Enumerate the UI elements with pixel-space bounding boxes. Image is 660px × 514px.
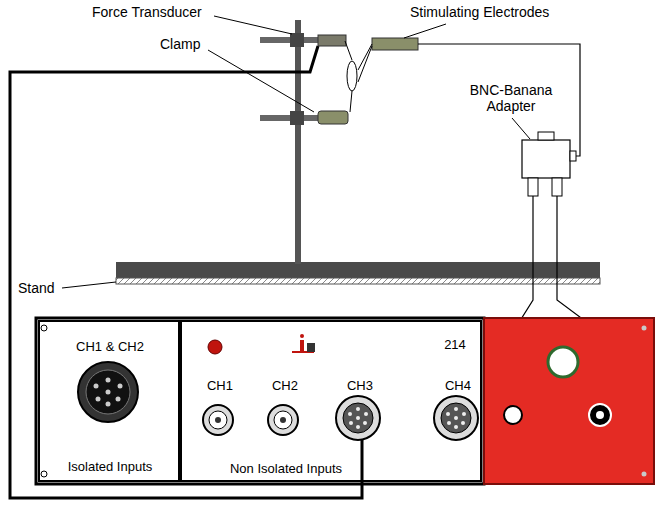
non-isolated-inputs-section: 214CH1 CH2 CH3 CH4Non Isolated Inputs bbox=[180, 320, 482, 482]
channel-label: CH4 bbox=[445, 379, 471, 394]
part-label: BNC-Banana Adapter bbox=[455, 82, 567, 114]
thread bbox=[345, 41, 352, 60]
thread bbox=[350, 91, 352, 112]
terminal bbox=[589, 404, 611, 426]
din-connector bbox=[78, 362, 138, 422]
power-led bbox=[208, 340, 222, 354]
adapter-tab bbox=[570, 151, 576, 161]
channel-label: CH2 bbox=[272, 379, 298, 394]
terminal-hole bbox=[596, 411, 604, 419]
muscle bbox=[347, 61, 357, 91]
channel-label: CH1 & CH2 bbox=[76, 340, 144, 355]
part-label: Clamp bbox=[160, 36, 200, 52]
logo bbox=[292, 334, 315, 352]
model-number: 214 bbox=[444, 338, 466, 353]
banana-plug bbox=[528, 178, 538, 196]
banana-plug bbox=[552, 178, 562, 196]
terminal bbox=[504, 406, 522, 424]
bnc-connector bbox=[203, 405, 233, 435]
recorder-panel bbox=[36, 318, 484, 484]
din-connector bbox=[434, 396, 478, 440]
transducer-cable bbox=[10, 46, 362, 498]
part-label: Force Transducer bbox=[92, 4, 202, 20]
stimulator-knob bbox=[548, 347, 578, 377]
screw bbox=[642, 472, 647, 477]
channel-label: CH1 bbox=[207, 379, 233, 394]
screw bbox=[642, 326, 647, 331]
part-label: Stand bbox=[18, 280, 55, 296]
adapter-body bbox=[522, 140, 570, 178]
leader-line bbox=[208, 50, 314, 112]
section-label: Non Isolated Inputs bbox=[230, 462, 342, 477]
arm-clamp bbox=[290, 33, 304, 47]
stand-pole bbox=[295, 20, 301, 264]
stand-hatch bbox=[116, 278, 600, 284]
leader-line bbox=[214, 16, 292, 34]
stimulator-panel bbox=[484, 318, 654, 484]
electrode-wires bbox=[358, 44, 372, 82]
leader-line bbox=[404, 24, 446, 38]
bnc-connector bbox=[268, 405, 298, 435]
din-pins bbox=[94, 378, 123, 407]
channel-label: CH3 bbox=[347, 379, 373, 394]
adapter-tab bbox=[538, 132, 554, 140]
electrode-cable bbox=[418, 44, 580, 156]
electrode-holder bbox=[372, 38, 418, 50]
din-connector bbox=[336, 396, 380, 440]
part-label: Stimulating Electrodes bbox=[410, 4, 549, 20]
isolated-inputs-section: CH1 & CH2Isolated Inputs bbox=[38, 320, 180, 482]
screw bbox=[41, 325, 47, 331]
leader-line bbox=[62, 282, 116, 288]
arm-clamp bbox=[290, 111, 304, 125]
tissue-clamp bbox=[318, 111, 348, 124]
section-label: Isolated Inputs bbox=[68, 460, 153, 475]
force-transducer bbox=[318, 35, 346, 46]
leader-line bbox=[512, 118, 530, 139]
stand-base bbox=[116, 262, 600, 278]
din-connector bbox=[86, 370, 130, 414]
screw bbox=[41, 471, 47, 477]
